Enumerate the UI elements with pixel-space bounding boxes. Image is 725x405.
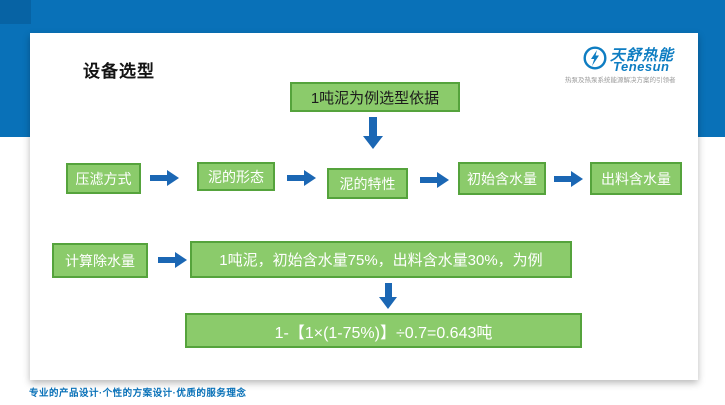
logo-brand-english: Tenesun xyxy=(613,59,670,74)
arrow-right-icon xyxy=(287,170,316,186)
tenesun-logo-icon xyxy=(583,46,607,70)
logo-brand-chinese: 天舒热能 xyxy=(610,47,675,64)
page-title: 设备选型 xyxy=(83,62,155,81)
flow-box-example-statement: 1吨泥，初始含水量75%，出料含水量30%，为例 xyxy=(190,241,572,278)
flow-box-calc-water-removal: 计算除水量 xyxy=(52,243,148,278)
arrow-right-icon xyxy=(158,252,187,268)
flow-box-selection-basis: 1吨泥为例选型依据 xyxy=(290,82,460,112)
arrow-right-icon xyxy=(420,172,449,188)
arrow-down-icon xyxy=(363,117,383,149)
footer-slogan: 专业的产品设计·个性的方案设计·优质的服务理念 xyxy=(29,388,247,399)
flow-box-mud-characteristics: 泥的特性 xyxy=(327,168,408,199)
arrow-right-icon xyxy=(150,170,179,186)
flow-box-mud-form: 泥的形态 xyxy=(197,162,275,191)
flow-box-initial-water-content: 初始含水量 xyxy=(458,162,546,195)
flow-box-output-water-content: 出料含水量 xyxy=(590,162,682,195)
arrow-down-icon xyxy=(379,283,397,309)
arrow-right-icon xyxy=(554,171,583,187)
top-left-corner-accent xyxy=(0,0,31,24)
logo-tagline: 热泵及热泵系统能源解决方案的引领者 xyxy=(565,77,676,84)
flow-box-formula-result: 1-【1×(1-75%)】÷0.7=0.643吨 xyxy=(185,313,582,348)
flow-box-filter-method: 压滤方式 xyxy=(66,163,141,194)
